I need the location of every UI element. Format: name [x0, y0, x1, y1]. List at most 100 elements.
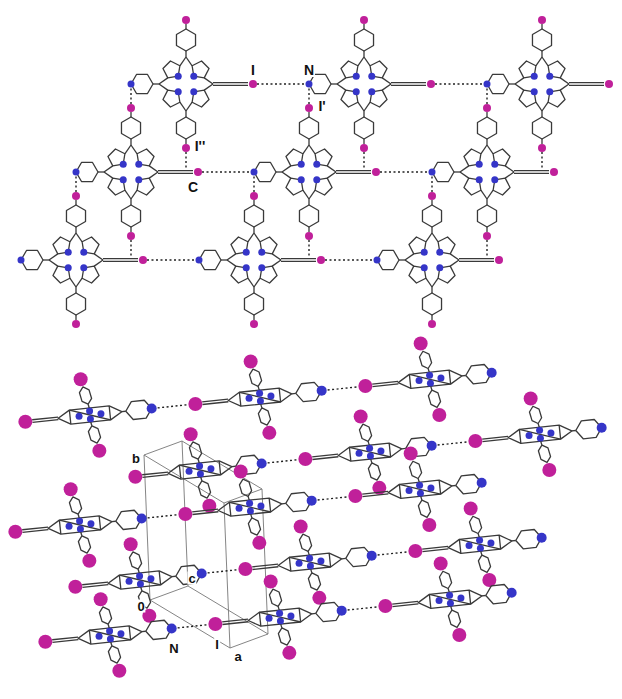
alkyne-bond — [213, 82, 248, 83]
halogen-bond — [431, 176, 432, 193]
alkyne-bond — [202, 399, 228, 402]
bond — [358, 102, 364, 111]
bond — [186, 102, 192, 111]
atom-label: N — [303, 63, 315, 77]
nitrogen-atom — [367, 551, 377, 561]
bond — [303, 145, 309, 154]
bond — [130, 227, 131, 232]
atom-label: C — [187, 180, 199, 194]
nitrogen-atom — [536, 427, 543, 434]
porphyrin-molecule — [8, 482, 146, 567]
nitrogen-atom — [267, 392, 274, 399]
bond — [460, 172, 469, 178]
nitrogen-atom — [258, 264, 265, 271]
porphyrin-molecule — [378, 557, 516, 642]
porphyrin-core — [248, 608, 312, 626]
bond — [560, 84, 569, 90]
iodine-atom — [452, 628, 466, 642]
bond — [75, 227, 76, 233]
bond — [259, 612, 260, 626]
iodine-atom — [68, 580, 82, 594]
bond — [186, 57, 192, 66]
nitrogen-atom — [287, 612, 294, 619]
phenyl-ring — [368, 463, 380, 480]
iodine-atom — [358, 379, 372, 393]
alkyne-bond — [82, 582, 108, 585]
bond — [272, 254, 281, 260]
bond — [450, 254, 459, 260]
bond — [308, 227, 309, 232]
halogen-bond — [318, 497, 348, 500]
porphyrin-molecule — [484, 16, 614, 152]
halogen-bond — [178, 625, 208, 628]
bond — [43, 259, 49, 260]
halogen-bond — [380, 171, 429, 172]
bond — [276, 171, 282, 172]
bond — [221, 259, 227, 260]
nitrogen-atom — [18, 257, 25, 264]
nitrogen-atom — [406, 487, 413, 494]
bond — [130, 199, 131, 205]
bond — [76, 278, 82, 287]
phenyl-ring — [477, 117, 496, 139]
alkyne-bond — [22, 530, 48, 533]
nitrogen-atom — [429, 169, 436, 176]
iodine-atom — [8, 525, 22, 539]
bond — [429, 594, 430, 608]
bond — [282, 166, 291, 172]
porphyrin-core — [228, 388, 292, 406]
nitrogen-atom — [447, 600, 454, 607]
alkyne-bond — [213, 85, 248, 86]
nitrogen-atom — [175, 88, 182, 95]
nitrogen-atom — [374, 257, 381, 264]
iodine-atom — [194, 168, 202, 176]
nitrogen-atom — [117, 630, 124, 637]
alkyne-bond — [52, 637, 78, 640]
iodine-atom — [208, 617, 222, 631]
bond — [389, 443, 390, 457]
iodine-atom — [262, 426, 276, 440]
iodine-atom — [317, 256, 325, 264]
alkyne-bond — [336, 170, 371, 171]
bond — [541, 139, 542, 144]
nitrogen-atom — [476, 161, 483, 168]
bond — [469, 590, 470, 604]
phenyl-ring — [439, 571, 451, 588]
bond — [49, 260, 58, 266]
nitrogen-atom — [507, 588, 517, 598]
iodine-atom — [184, 427, 198, 441]
bond — [363, 111, 364, 117]
alkyne-bond — [312, 457, 338, 460]
bond — [159, 571, 160, 585]
nitrogen-atom — [147, 575, 154, 582]
alkyne-bond — [252, 567, 278, 570]
nitrogen-atom — [246, 500, 253, 507]
nitrogen-atom — [427, 441, 437, 451]
phenyl-ring — [278, 628, 290, 645]
nitrogen-atom — [417, 490, 424, 497]
iodine-atom — [550, 168, 558, 176]
nitrogen-atom — [276, 610, 283, 617]
bond — [70, 233, 76, 242]
iodine-atom — [92, 444, 106, 458]
bond — [94, 254, 103, 260]
bond — [159, 84, 168, 90]
porphyrin-core — [278, 553, 342, 571]
alkyne-bond — [392, 604, 418, 607]
bond — [331, 83, 337, 84]
bond — [185, 139, 186, 144]
bond — [131, 145, 137, 154]
phenyl-ring — [409, 461, 421, 478]
iodine-atom — [354, 409, 368, 423]
iodine-atom — [72, 192, 80, 200]
bond — [559, 425, 560, 439]
phenyl-ring — [477, 205, 496, 227]
phenyl-ring — [88, 426, 100, 443]
nitrogen-atom — [258, 249, 265, 256]
nitrogen-atom — [80, 264, 87, 271]
porphyrin-core — [168, 461, 232, 479]
iodine-atom — [468, 434, 482, 448]
iodine-atom — [542, 463, 556, 477]
bond — [204, 84, 213, 90]
